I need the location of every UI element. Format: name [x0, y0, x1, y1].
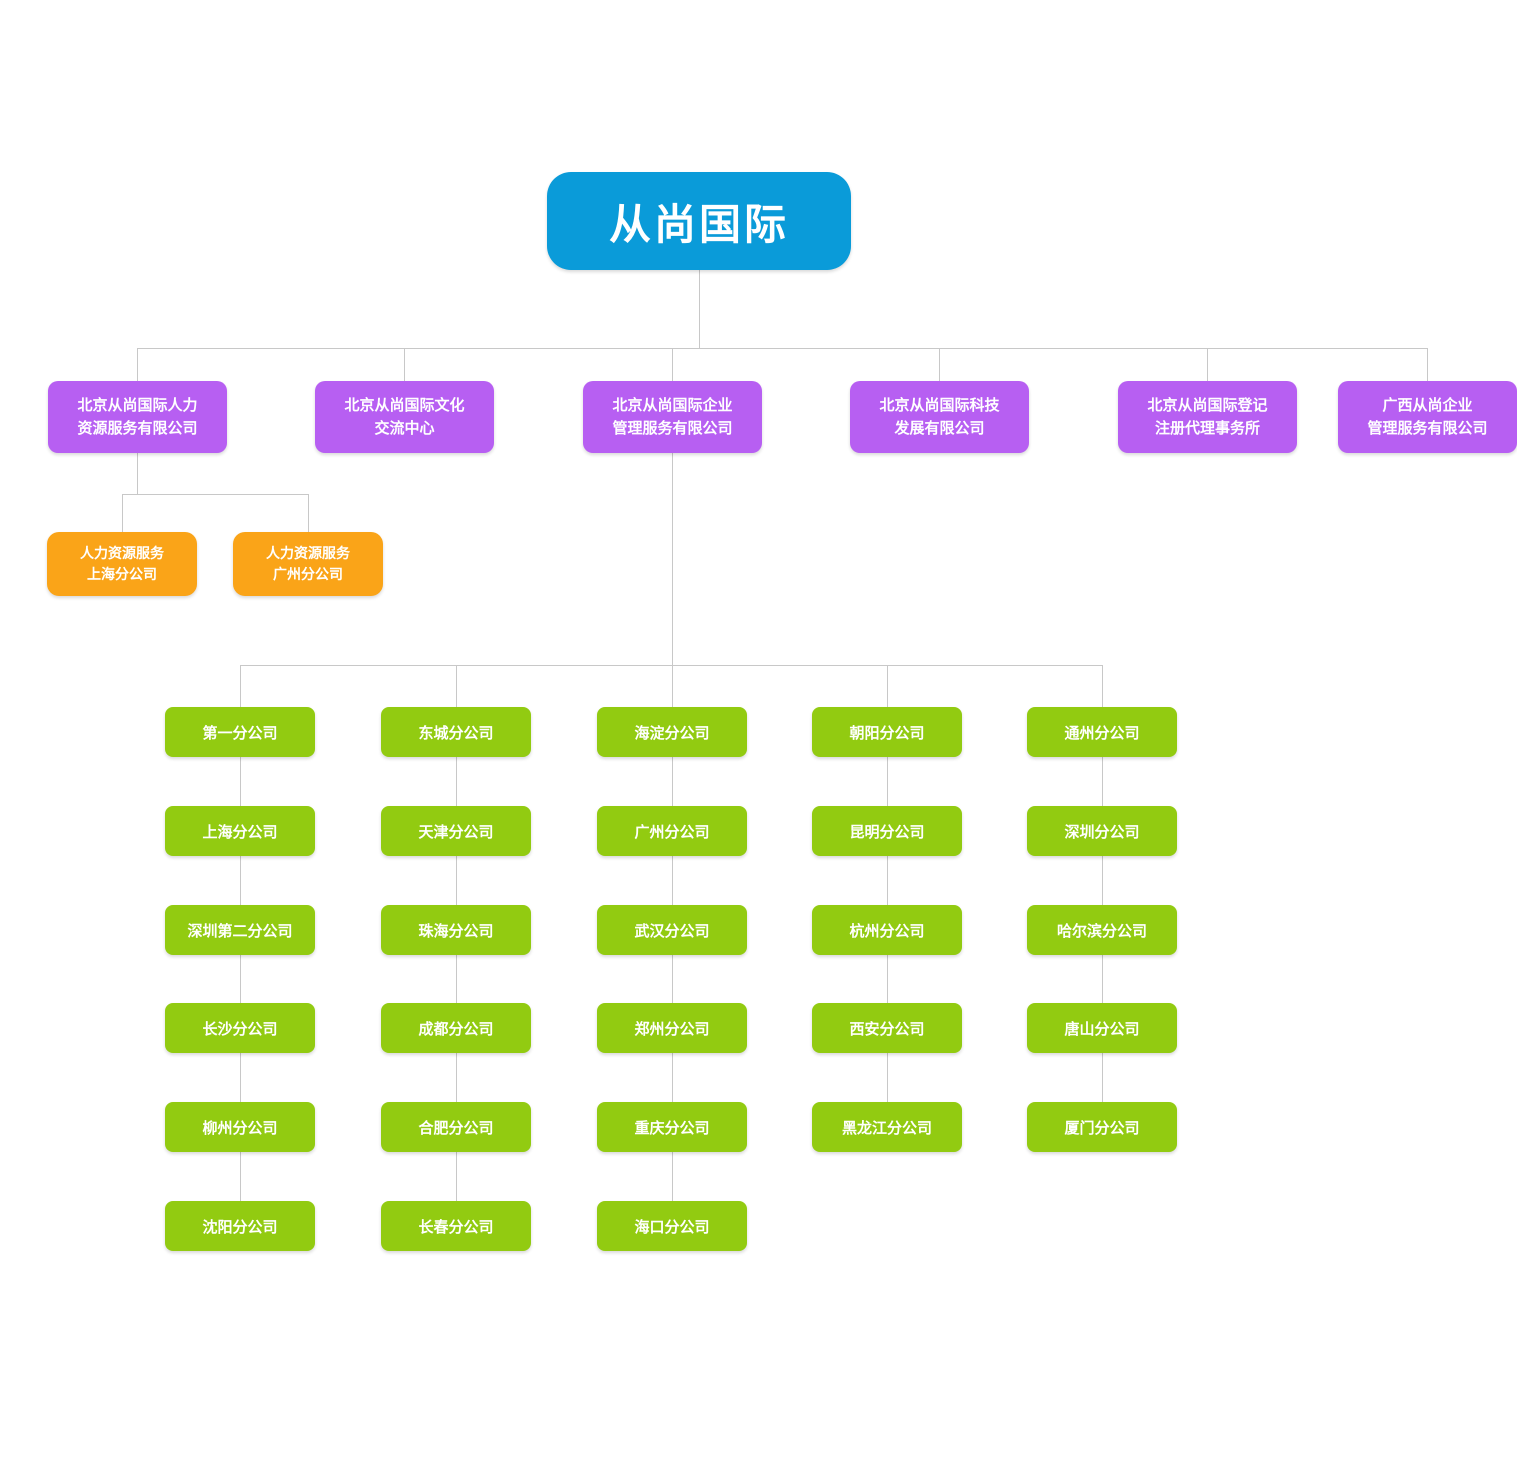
node-branch: 郑州分公司	[597, 1003, 747, 1053]
node-branch: 东城分公司	[381, 707, 531, 757]
node-branch: 杭州分公司	[812, 905, 962, 955]
connector-hr-drop	[137, 453, 138, 494]
node-branch: 黑龙江分公司	[812, 1102, 962, 1152]
connector-level2-stub	[672, 348, 673, 381]
connector-branch-column-line	[887, 665, 888, 1110]
node-branch: 长沙分公司	[165, 1003, 315, 1053]
connector-level2-stub	[137, 348, 138, 381]
node-branch: 第一分公司	[165, 707, 315, 757]
connector-enterprise-drop	[672, 453, 673, 665]
node-branch: 海淀分公司	[597, 707, 747, 757]
node-branch: 珠海分公司	[381, 905, 531, 955]
connector-root-drop	[699, 270, 700, 348]
connector-level2-stub	[404, 348, 405, 381]
connector-hr-bus	[122, 494, 308, 495]
node-branch: 厦门分公司	[1027, 1102, 1177, 1152]
node-hr-guangzhou-branch: 人力资源服务 广州分公司	[233, 532, 383, 596]
node-branch: 朝阳分公司	[812, 707, 962, 757]
node-guangxi-enterprise-mgmt: 广西从尚企业 管理服务有限公司	[1338, 381, 1517, 453]
node-beijing-tech-dev: 北京从尚国际科技 发展有限公司	[850, 381, 1029, 453]
node-branch: 唐山分公司	[1027, 1003, 1177, 1053]
connector-level2-bus	[137, 348, 1427, 349]
connector-branch-column-line	[1102, 665, 1103, 1110]
node-branch: 西安分公司	[812, 1003, 962, 1053]
connector-level2-stub	[939, 348, 940, 381]
connector-branch-bus	[240, 665, 1102, 666]
node-branch: 成都分公司	[381, 1003, 531, 1053]
connector-level2-stub	[1427, 348, 1428, 381]
node-branch: 海口分公司	[597, 1201, 747, 1251]
node-branch: 重庆分公司	[597, 1102, 747, 1152]
node-branch: 天津分公司	[381, 806, 531, 856]
node-root: 从尚国际	[547, 172, 851, 270]
node-branch: 武汉分公司	[597, 905, 747, 955]
node-beijing-culture-center: 北京从尚国际文化 交流中心	[315, 381, 494, 453]
node-beijing-hr-services: 北京从尚国际人力 资源服务有限公司	[48, 381, 227, 453]
node-branch: 深圳第二分公司	[165, 905, 315, 955]
node-beijing-registration-agency: 北京从尚国际登记 注册代理事务所	[1118, 381, 1297, 453]
node-branch: 哈尔滨分公司	[1027, 905, 1177, 955]
connector-level2-stub	[1207, 348, 1208, 381]
node-branch: 昆明分公司	[812, 806, 962, 856]
node-branch: 合肥分公司	[381, 1102, 531, 1152]
node-branch: 沈阳分公司	[165, 1201, 315, 1251]
connector-hr-stub	[122, 494, 123, 532]
node-branch: 柳州分公司	[165, 1102, 315, 1152]
node-branch: 广州分公司	[597, 806, 747, 856]
node-branch: 上海分公司	[165, 806, 315, 856]
node-branch: 通州分公司	[1027, 707, 1177, 757]
node-branch: 长春分公司	[381, 1201, 531, 1251]
node-hr-shanghai-branch: 人力资源服务 上海分公司	[47, 532, 197, 596]
connector-hr-stub	[308, 494, 309, 532]
node-beijing-enterprise-mgmt: 北京从尚国际企业 管理服务有限公司	[583, 381, 762, 453]
node-branch: 深圳分公司	[1027, 806, 1177, 856]
